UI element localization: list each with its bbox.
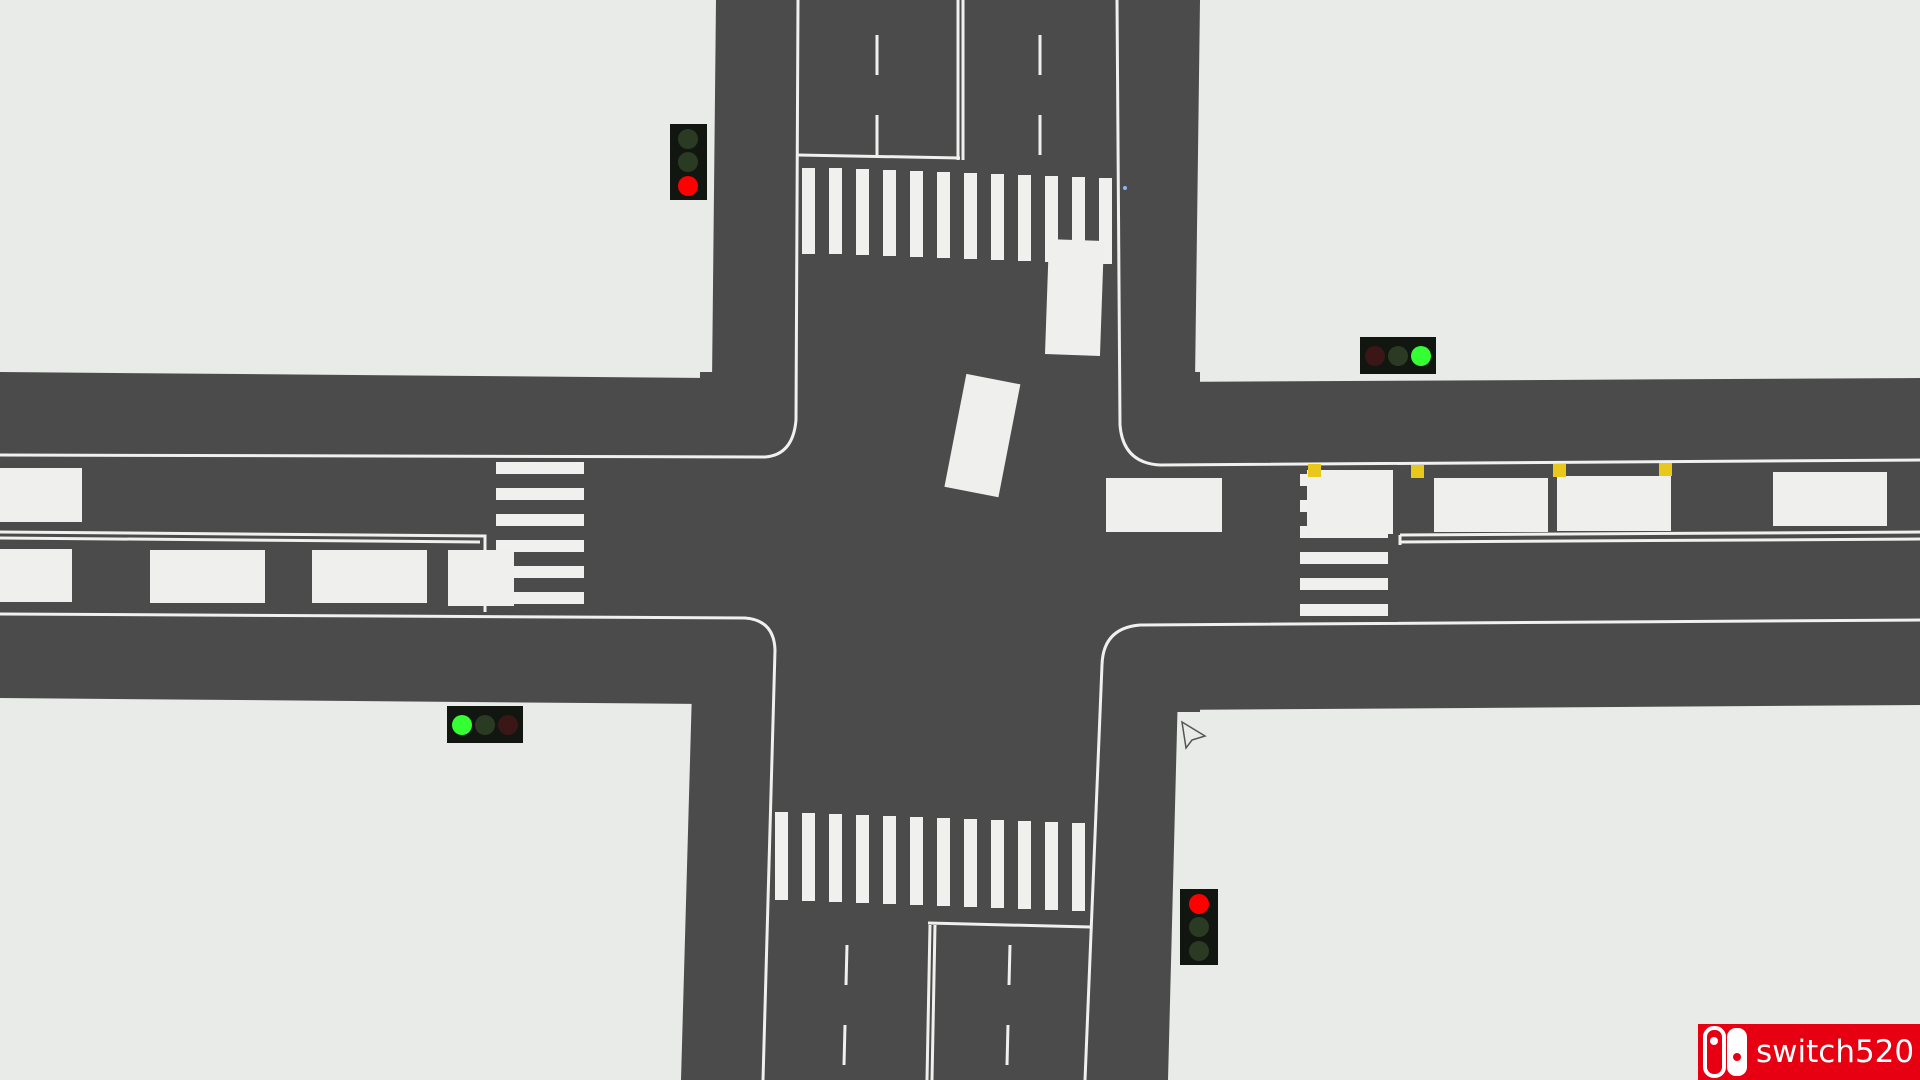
crosswalk-stripe — [496, 566, 584, 578]
crosswalk-stripe — [829, 814, 842, 902]
crosswalk-stripe — [775, 812, 788, 900]
sensor-marker — [1308, 464, 1321, 477]
crosswalk-stripe — [496, 462, 584, 474]
red-lamp — [678, 176, 698, 196]
intersection-box — [700, 372, 1200, 712]
lane-sensors — [1308, 463, 1672, 478]
curb-north-west — [0, 0, 800, 459]
small-dot — [1123, 186, 1127, 190]
crosswalk-stripe — [937, 172, 950, 258]
crosswalk-west — [496, 462, 584, 604]
north-stop-line — [797, 153, 961, 160]
curb-north-east — [1115, 0, 1920, 467]
crosswalk-stripe — [1300, 578, 1388, 590]
crosswalk-stripe — [883, 170, 896, 256]
west-lane-vehicle-1[interactable] — [0, 468, 82, 522]
crosswalk-stripe — [1045, 822, 1058, 910]
crosswalk-stripe — [964, 819, 977, 907]
crosswalk-stripe — [856, 815, 869, 903]
crosswalk-stripe — [1300, 552, 1388, 564]
east-approach-vehicle[interactable] — [1106, 478, 1222, 532]
crosswalk-stripe — [829, 168, 842, 254]
north-queue-vehicle[interactable] — [1044, 239, 1104, 356]
south-road — [681, 690, 1178, 1080]
crosswalk-stripe — [856, 169, 869, 255]
sensor-marker — [1411, 465, 1424, 478]
vehicles — [0, 239, 1887, 606]
curb-south-east — [1083, 618, 1920, 1080]
east-lane-vehicle-4[interactable] — [1773, 472, 1887, 526]
green-lamp — [1189, 941, 1209, 961]
crosswalk-south — [775, 812, 1085, 911]
amber-lamp — [475, 715, 495, 735]
crosswalk-stripe — [883, 816, 896, 904]
east-lane-vehicle-1[interactable] — [1307, 470, 1393, 534]
crosswalk-stripe — [1072, 823, 1085, 911]
green-lamp — [452, 715, 472, 735]
crosswalk-stripe — [910, 817, 923, 905]
crosswalk-stripe — [910, 171, 923, 257]
north-dashes — [875, 35, 1042, 155]
traffic-light-south-east[interactable] — [1180, 889, 1218, 965]
green-lamp — [678, 129, 698, 149]
sensor-marker — [1659, 463, 1672, 476]
red-lamp — [1365, 346, 1385, 366]
north-road — [712, 0, 1200, 382]
sensor-marker — [1553, 464, 1566, 477]
north-lane-divider — [956, 0, 965, 160]
crosswalk-stripe — [1300, 604, 1388, 616]
traffic-light-north-west[interactable] — [670, 124, 707, 200]
east-lane-vehicle-2[interactable] — [1434, 478, 1548, 532]
watermark-text: switch520 — [1756, 1034, 1915, 1070]
west-lane-vehicle-5[interactable] — [448, 550, 514, 606]
crosswalk-stripe — [1018, 821, 1031, 909]
east-lane-vehicle-3[interactable] — [1557, 476, 1671, 531]
crosswalk-stripe — [802, 168, 815, 254]
crosswalk-stripe — [496, 514, 584, 526]
crosswalk-stripe — [802, 813, 815, 901]
west-lane-vehicle-2[interactable] — [0, 549, 72, 602]
red-lamp — [498, 715, 518, 735]
crosswalk-stripe — [496, 540, 584, 552]
crosswalk-stripe — [964, 173, 977, 259]
watermark: switch520 — [1698, 1024, 1920, 1080]
west-lane-vehicle-3[interactable] — [150, 550, 265, 603]
south-dashes — [842, 944, 1012, 1066]
west-lane-vehicle-4[interactable] — [312, 550, 427, 603]
curb-south-west — [0, 612, 777, 1080]
amber-lamp — [678, 152, 698, 172]
east-lane-divider — [1398, 530, 1920, 545]
nintendo-switch-logo-icon — [1698, 1024, 1754, 1080]
crosswalk-stripe — [991, 820, 1004, 908]
crosswalk-stripe — [1018, 175, 1031, 261]
turning-vehicle[interactable] — [944, 373, 1021, 498]
amber-lamp — [1189, 917, 1209, 937]
traffic-light-west-south[interactable] — [447, 706, 523, 743]
crosswalk-stripe — [496, 488, 584, 500]
red-lamp — [1189, 894, 1209, 914]
east-road — [1160, 378, 1920, 710]
pointer-cursor-icon — [1181, 720, 1207, 750]
traffic-light-east-north[interactable] — [1360, 337, 1436, 374]
green-lamp — [1411, 346, 1431, 366]
crosswalk-stripe — [496, 592, 584, 604]
south-stop-line — [927, 921, 1091, 929]
amber-lamp — [1388, 346, 1408, 366]
south-lane-divider — [925, 924, 937, 1080]
crosswalk-stripe — [991, 174, 1004, 260]
crosswalk-stripe — [937, 818, 950, 906]
